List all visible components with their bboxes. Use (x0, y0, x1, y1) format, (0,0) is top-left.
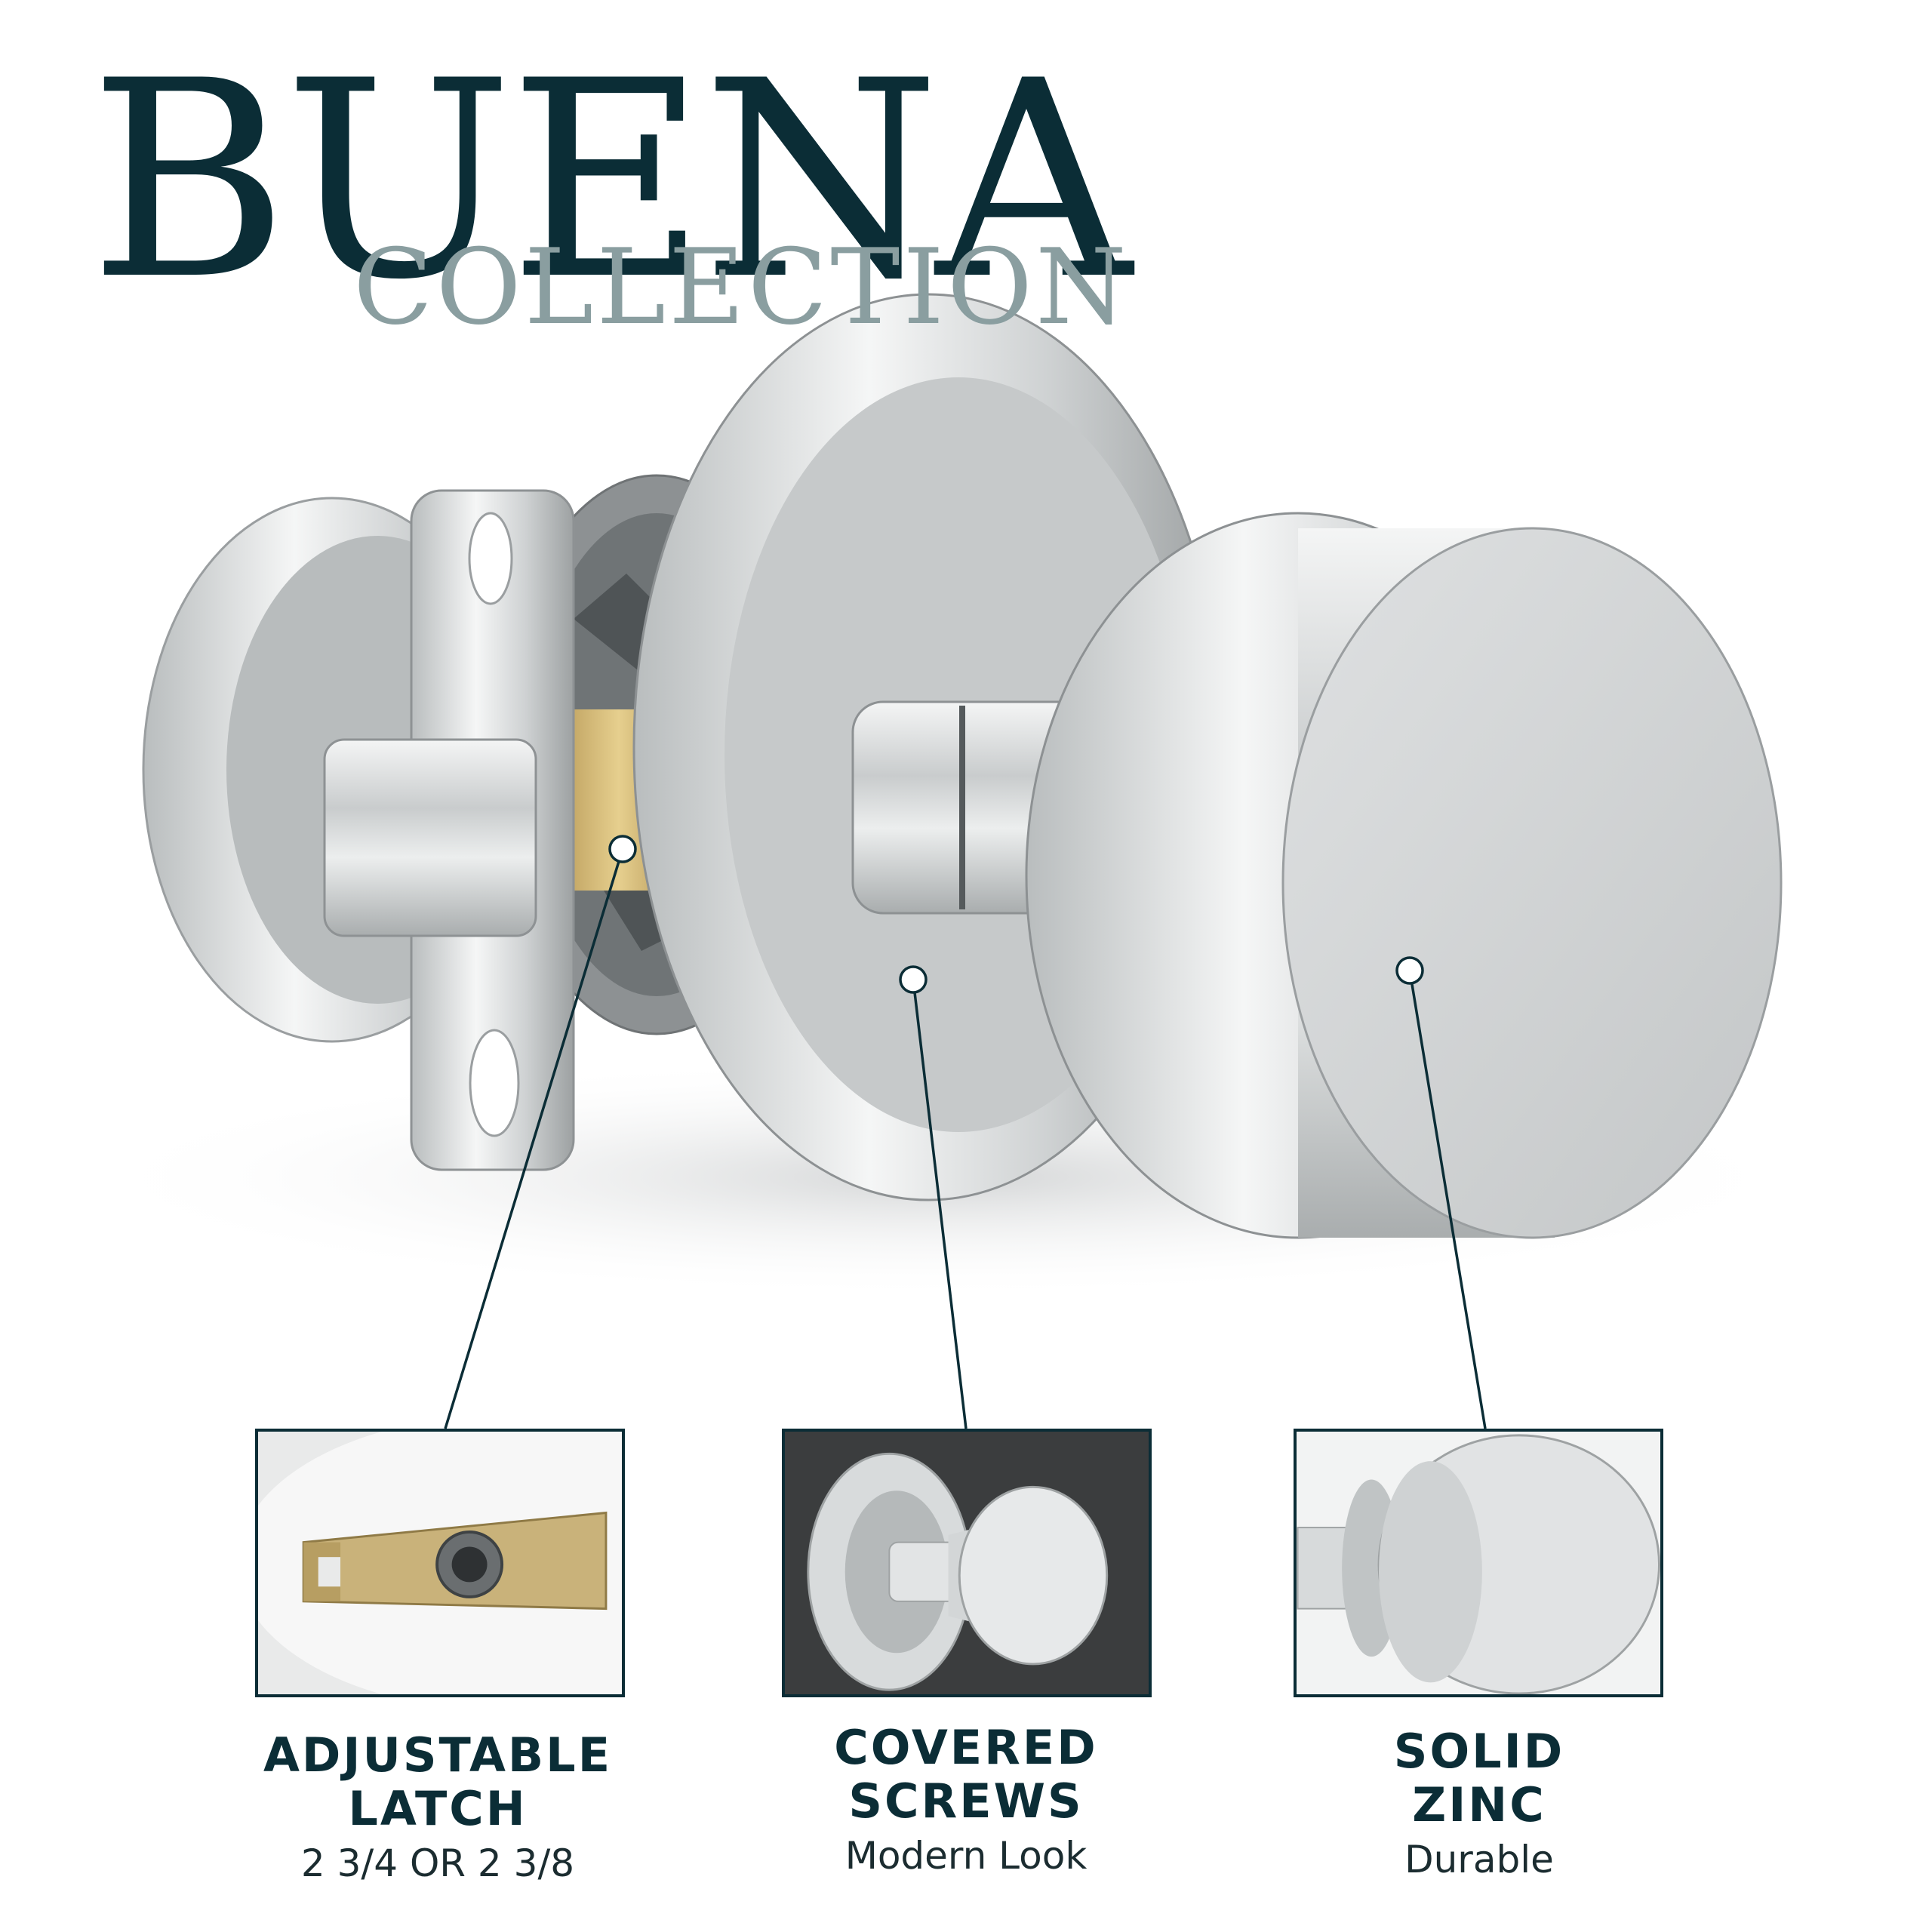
zinc-detail-inset (1294, 1429, 1663, 1697)
zinc-detail-image (1297, 1434, 1660, 1694)
latch-screw-hole-bottom (469, 1029, 520, 1137)
feature-detail: Durable (1404, 1837, 1554, 1881)
feature-heading: ADJUSTABLE LATCH (263, 1727, 613, 1837)
latch-screw-hole-top (468, 512, 513, 605)
callout-dot-zinc (1395, 956, 1424, 985)
brand-subtitle: COLLECTION (353, 226, 1130, 348)
feature-detail: Modern Look (844, 1833, 1088, 1878)
brand-title: BUENA (89, 23, 1132, 339)
pointer-line-zinc (1408, 970, 1487, 1429)
callout-dot-screws (899, 965, 928, 994)
feature-heading: SOLID ZINC (1393, 1724, 1565, 1833)
callout-dot-latch (608, 835, 637, 863)
feature-adjustable-latch: ADJUSTABLE LATCH 2 3/4 OR 2 3/8 (226, 1728, 649, 1886)
latch-detail-inset (255, 1429, 625, 1697)
screws-detail-inset (782, 1429, 1152, 1697)
screws-detail-image (807, 1452, 1109, 1691)
feature-heading: COVERED SCREWS (834, 1720, 1098, 1829)
pointer-line-latch (444, 848, 624, 1429)
pointer-line-screws (912, 979, 968, 1429)
feature-solid-zinc: SOLID ZINC Durable (1268, 1724, 1690, 1882)
knob-face (1281, 527, 1783, 1239)
latch-detail-image (258, 1432, 622, 1694)
latch-bolt (323, 738, 537, 937)
feature-detail: 2 3/4 OR 2 3/8 (300, 1841, 575, 1885)
feature-covered-screws: COVERED SCREWS Modern Look (755, 1721, 1177, 1878)
